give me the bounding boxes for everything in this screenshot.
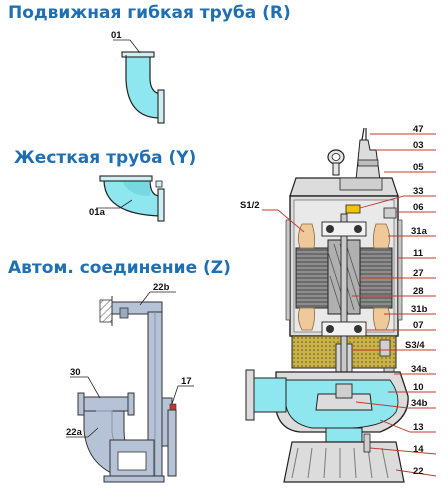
pump-cross-section	[245, 127, 409, 483]
label-s1-2: S1/2	[240, 200, 260, 211]
label-03: 03	[413, 140, 424, 151]
label-13: 13	[413, 422, 424, 433]
flexible-elbow-pipe	[113, 39, 165, 124]
label-01a: 01a	[89, 207, 106, 218]
label-47: 47	[413, 124, 424, 135]
label-22a: 22a	[66, 427, 83, 438]
label-22b: 22b	[153, 282, 170, 293]
label-22: 22	[413, 466, 424, 477]
label-34b: 34b	[411, 398, 428, 409]
label-11: 11	[413, 248, 424, 259]
label-01: 01	[111, 30, 122, 41]
label-s3-4: S3/4	[405, 340, 425, 351]
label-30: 30	[70, 367, 81, 378]
title-auto-coupling: Автом. соединение (Z)	[8, 258, 231, 278]
auto-coupling-assembly	[66, 291, 194, 483]
title-rigid-pipe: Жесткая труба (Y)	[14, 148, 197, 168]
label-10: 10	[413, 382, 424, 393]
label-06: 06	[413, 202, 424, 213]
label-33: 33	[413, 186, 424, 197]
label-27: 27	[413, 268, 424, 279]
label-31a: 31a	[411, 226, 428, 237]
label-14: 14	[413, 444, 424, 455]
label-05: 05	[413, 162, 424, 173]
rigid-elbow-pipe	[96, 175, 165, 222]
label-28: 28	[413, 286, 424, 297]
label-17: 17	[181, 376, 192, 387]
label-31b: 31b	[411, 304, 428, 315]
title-flexible-pipe: Подвижная гибкая труба (R)	[8, 3, 291, 23]
label-07: 07	[413, 320, 424, 331]
pump-leader-lines	[262, 133, 437, 477]
label-34a: 34a	[411, 364, 428, 375]
